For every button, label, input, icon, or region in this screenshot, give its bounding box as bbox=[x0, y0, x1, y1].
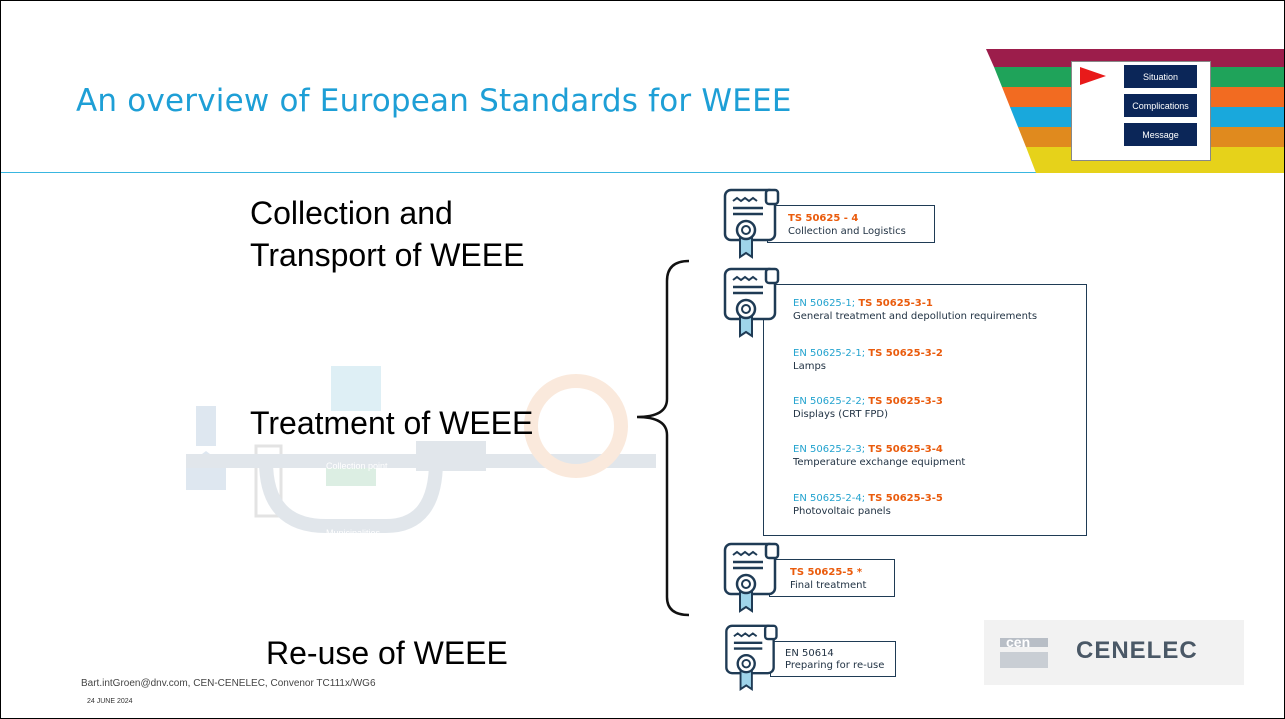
en-code: EN 50625-2-3; bbox=[793, 444, 866, 455]
standard-desc: Lamps bbox=[793, 361, 826, 372]
standard-desc: Final treatment bbox=[790, 580, 867, 591]
bg-label-collection: Collection point bbox=[326, 461, 388, 471]
en-code: EN 50625-2-4; bbox=[793, 493, 866, 504]
category-treatment: Treatment of WEEE bbox=[250, 405, 534, 441]
cen-cenelec-logo: cen bbox=[984, 620, 1244, 685]
standard-entry: EN 50625-2-4; TS 50625-3-5 Photovoltaic … bbox=[793, 492, 943, 518]
logo-cen-text: cen bbox=[1006, 634, 1030, 650]
ts-code: TS 50625-3-4 bbox=[868, 444, 943, 455]
standard-box-treatment: EN 50625-1; TS 50625-3-1 General treatme… bbox=[763, 284, 1087, 536]
standard-code: TS 50625 - 4 bbox=[788, 213, 859, 224]
standard-entry: EN 50625-1; TS 50625-3-1 General treatme… bbox=[793, 297, 1037, 323]
standard-desc: General treatment and depollution requir… bbox=[793, 311, 1038, 322]
standard-box-collection: TS 50625 - 4 Collection and Logistics bbox=[767, 205, 935, 243]
ts-code: TS 50625-3-5 bbox=[868, 493, 943, 504]
certificate-icon bbox=[723, 542, 780, 613]
curly-brace bbox=[636, 259, 690, 617]
standard-code: TS 50625-5 * bbox=[790, 567, 863, 578]
category-collection-line1: Collection and bbox=[250, 195, 453, 231]
standard-code: EN 50614 bbox=[785, 648, 834, 659]
standard-entry: EN 50625-2-1; TS 50625-3-2 Lamps bbox=[793, 347, 943, 373]
standard-desc: Collection and Logistics bbox=[788, 226, 906, 237]
category-collection-line2: Transport of WEEE bbox=[250, 237, 525, 273]
footer-date: 24 JUNE 2024 bbox=[87, 698, 133, 705]
pointer-arrow-icon bbox=[1080, 67, 1106, 85]
standard-entry: EN 50625-2-3; TS 50625-3-4 Temperature e… bbox=[793, 443, 965, 469]
certificate-icon bbox=[723, 267, 780, 338]
en-code: EN 50625-2-1; bbox=[793, 348, 866, 359]
standard-entry: EN 50625-2-2; TS 50625-3-3 Displays (CRT… bbox=[793, 395, 943, 421]
nav-complications-button[interactable]: Complications bbox=[1124, 94, 1197, 117]
certificate-icon bbox=[723, 188, 780, 259]
ts-code: TS 50625-3-2 bbox=[868, 348, 943, 359]
standard-desc: Preparing for re-use bbox=[785, 660, 885, 671]
nav-situation-button[interactable]: Situation bbox=[1124, 65, 1197, 88]
en-code: EN 50625-1; bbox=[793, 298, 856, 309]
standard-desc: Photovoltaic panels bbox=[793, 506, 891, 517]
background-process-illustration: Collection point Municipalities bbox=[186, 366, 656, 538]
slide-title: An overview of European Standards for WE… bbox=[76, 83, 792, 119]
logo-cenelec-text: CENELEC bbox=[1076, 637, 1198, 664]
en-code: EN 50625-2-2; bbox=[793, 396, 866, 407]
title-divider bbox=[1, 172, 1284, 173]
certificate-icon bbox=[725, 624, 778, 691]
footer-contact: Bart.intGroen@dnv.com, CEN-CENELEC, Conv… bbox=[81, 678, 376, 689]
nav-message-button[interactable]: Message bbox=[1124, 123, 1197, 146]
standard-desc: Displays (CRT FPD) bbox=[793, 409, 889, 420]
ts-code: TS 50625-3-3 bbox=[868, 396, 943, 407]
standard-desc: Temperature exchange equipment bbox=[793, 457, 966, 468]
ts-code: TS 50625-3-1 bbox=[858, 298, 933, 309]
category-reuse: Re-use of WEEE bbox=[266, 635, 508, 671]
bg-label-municipality: Municipalities bbox=[326, 528, 381, 538]
standard-box-final: TS 50625-5 * Final treatment bbox=[769, 559, 895, 597]
standard-box-reuse: EN 50614 Preparing for re-use bbox=[770, 641, 896, 677]
